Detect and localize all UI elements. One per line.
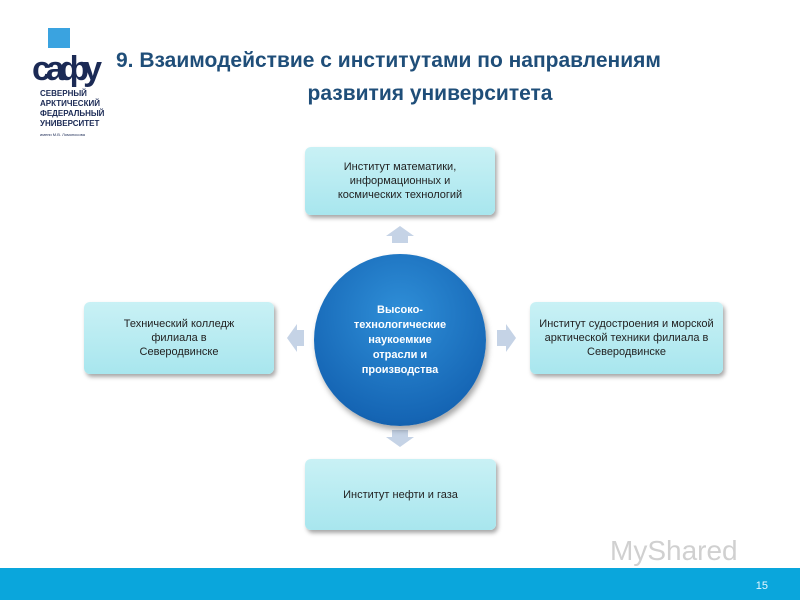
svg-text:УНИВЕРСИТЕТ: УНИВЕРСИТЕТ <box>40 119 100 128</box>
slide-title: 9. Взаимодействие с институтами по напра… <box>110 44 750 110</box>
node-top: Институт математики, информационных и ко… <box>305 147 495 215</box>
svg-text:имени М.В. Ломоносова: имени М.В. Ломоносова <box>40 132 86 137</box>
node-left: Технический колледж филиала в Северодвин… <box>84 302 274 374</box>
arrow-left-icon <box>287 324 304 352</box>
node-right-label: Институт судостроения и морской арктичес… <box>539 318 714 358</box>
svg-text:ФЕДЕРАЛЬНЫЙ: ФЕДЕРАЛЬНЫЙ <box>40 109 105 118</box>
title-line-1: 9. Взаимодействие с институтами по напра… <box>116 49 661 72</box>
node-bottom: Институт нефти и газа <box>305 459 496 530</box>
footer-bar: 15 <box>0 568 800 600</box>
svg-text:СЕВЕРНЫЙ: СЕВЕРНЫЙ <box>40 89 87 98</box>
book-icon <box>48 28 70 48</box>
node-top-label: Институт математики, информационных и ко… <box>337 161 463 201</box>
page-number: 15 <box>755 580 768 592</box>
svg-text:АРКТИЧЕСКИЙ: АРКТИЧЕСКИЙ <box>40 99 100 108</box>
watermark: MyShared <box>610 535 738 566</box>
node-right: Институт судостроения и морской арктичес… <box>530 302 723 374</box>
arrow-up-icon <box>386 226 414 243</box>
center-circle: Высоко-технологические наукоемкие отрасл… <box>314 254 486 426</box>
node-bottom-label: Институт нефти и газа <box>343 488 458 501</box>
arrow-right-icon <box>497 324 516 352</box>
node-left-label: Технический колледж филиала в Северодвин… <box>123 318 235 358</box>
arrow-down-icon <box>386 430 414 447</box>
center-label: Высоко-технологические наукоемкие отрасл… <box>353 303 447 376</box>
title-line-2: развития университета <box>307 82 553 105</box>
logo-subtitle: СЕВЕРНЫЙАРКТИЧЕСКИЙФЕДЕРАЛЬНЫЙУНИВЕРСИТЕ… <box>40 89 105 137</box>
university-logo: сафу СЕВЕРНЫЙАРКТИЧЕСКИЙФЕДЕРАЛЬНЫЙУНИВЕ… <box>32 28 105 137</box>
logo-wordmark: сафу <box>32 50 102 88</box>
